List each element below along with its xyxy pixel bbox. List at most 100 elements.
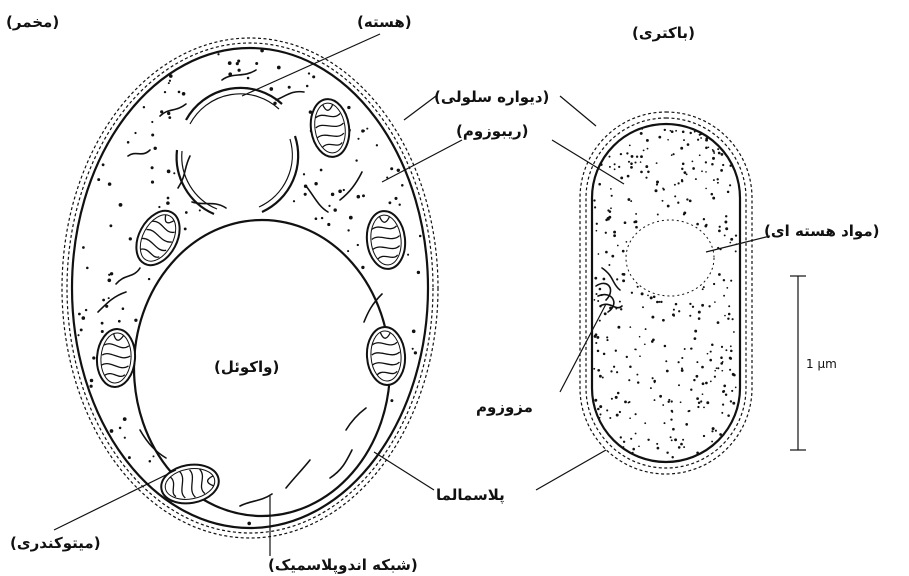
ribosome-dot	[678, 310, 680, 312]
ribosome-dot	[690, 348, 692, 350]
ribosome-dot	[164, 91, 166, 93]
ribosome-dot	[701, 170, 703, 172]
ribosome-dot	[596, 230, 598, 232]
ribosome-dot	[118, 320, 121, 323]
ribosome-dot	[670, 130, 672, 132]
ribosome-dot	[143, 106, 145, 108]
ribosome-dot	[729, 165, 731, 167]
ribosome-dot	[732, 318, 734, 320]
ribosome-dot	[306, 85, 309, 88]
ribosome-dot	[689, 132, 691, 134]
ribosome-dot	[659, 395, 662, 398]
ribosome-dot	[664, 129, 666, 131]
ribosome-dot	[108, 274, 110, 276]
ribosome-dot	[414, 351, 417, 354]
ribosome-dot	[640, 171, 643, 174]
ribosome-dot	[653, 296, 656, 299]
ribosome-dot	[315, 217, 318, 220]
ribosome-dot	[696, 397, 699, 400]
ribosome-dot	[604, 312, 607, 315]
ribosome-dot	[168, 116, 171, 119]
ribosome-dot	[613, 366, 615, 368]
ribosome-dot	[698, 401, 701, 404]
ribosome-dot	[626, 241, 628, 243]
ribosome-dot	[694, 337, 697, 340]
ribosome-dot	[616, 448, 618, 450]
ribosome-dot	[660, 301, 662, 303]
ribosome-dot	[134, 132, 136, 134]
ribosome-dot	[613, 234, 616, 237]
ribosome-dot	[640, 155, 643, 158]
ribosome-dot	[680, 443, 683, 446]
ribosome-dot	[674, 184, 676, 186]
ribosome-dot	[610, 188, 612, 190]
ribosome-dot	[714, 376, 716, 378]
ribosome-dot	[598, 253, 600, 255]
ribosome-dot	[705, 188, 707, 190]
ribosome-dot	[642, 306, 644, 308]
ribosome-dot	[715, 430, 717, 432]
ribosome-dot	[700, 137, 702, 139]
ribosome-dot	[624, 221, 627, 224]
ribosome-dot	[618, 166, 620, 168]
ribosome-dot	[671, 400, 673, 402]
ribosome-dot	[151, 166, 154, 169]
ribosome-dot	[650, 296, 653, 299]
ribosome-dot	[594, 277, 597, 280]
ribosome-dot	[617, 392, 620, 395]
ribosome-dot	[238, 69, 241, 72]
ribosome-dot	[149, 460, 152, 463]
ribosome-dot	[681, 357, 683, 359]
ribosome-dot	[89, 385, 92, 388]
ribosome-dot	[706, 401, 709, 404]
ribosome-dot	[635, 349, 637, 351]
label-yeast: (مخمر)	[6, 13, 59, 31]
ribosome-dot	[682, 130, 685, 133]
ribosome-dot	[665, 360, 667, 362]
ribosome-dot	[627, 175, 630, 178]
scale-bar-label: 1 µm	[806, 357, 837, 371]
ribosome-dot	[717, 321, 720, 324]
ribosome-dot	[90, 379, 94, 383]
ribosome-dot	[668, 399, 670, 401]
ribosome-dot	[199, 209, 201, 211]
ribosome-dot	[610, 207, 612, 209]
ribosome-dot	[108, 182, 112, 186]
ribosome-dot	[712, 150, 714, 152]
ribosome-dot	[602, 377, 604, 379]
ribosome-dot	[727, 191, 730, 194]
ribosome-dot	[124, 437, 126, 439]
ribosome-dot	[599, 417, 601, 419]
ribosome-dot	[615, 396, 618, 399]
ribosome-dot	[720, 169, 723, 172]
ribosome-dot	[595, 342, 597, 344]
ribosome-dot	[621, 457, 623, 459]
ribosome-dot	[314, 182, 317, 185]
ribosome-dot	[718, 230, 721, 233]
ribosome-dot	[730, 400, 732, 402]
ribosome-dot	[134, 319, 137, 322]
ribosome-dot	[667, 139, 669, 141]
ribosome-dot	[721, 370, 723, 372]
ribosome-dot	[635, 220, 638, 223]
ribosome-dot	[734, 151, 737, 154]
ribosome-dot	[303, 173, 305, 175]
ribosome-dot	[347, 229, 349, 231]
ribosome-dot	[407, 254, 409, 256]
ribosome-dot	[692, 167, 695, 170]
yeast-nucleus	[176, 88, 300, 218]
ribosome-dot	[185, 211, 188, 214]
ribosome-dot	[617, 326, 620, 329]
ribosome-dot	[662, 319, 665, 322]
ribosome-dot	[722, 404, 724, 406]
ribosome-dot	[635, 226, 638, 229]
ribosome-dot	[631, 155, 634, 158]
ribosome-dot	[604, 433, 606, 435]
ribosome-dot	[107, 278, 111, 282]
ribosome-dot	[720, 141, 722, 143]
ribosome-dot	[597, 350, 600, 353]
ribosome-dot	[599, 413, 601, 415]
ribosome-dot	[629, 326, 631, 328]
ribosome-dot	[629, 417, 631, 419]
